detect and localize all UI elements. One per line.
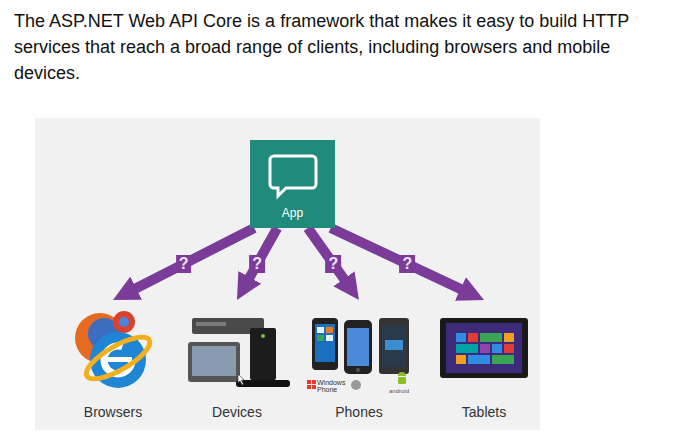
question-mark: ?: [249, 255, 265, 273]
device-icons-part: [250, 328, 276, 380]
device-icons: [188, 318, 290, 387]
phone-icons-part: [326, 327, 333, 333]
browser-icons-part: [113, 311, 135, 333]
browser-icons-part: [104, 357, 132, 362]
device-icons-part: [188, 342, 240, 382]
client-browsers: Browsers: [58, 300, 168, 425]
phone-icons-part: [315, 324, 335, 362]
node-label: Browsers: [84, 404, 142, 421]
phone-icons-part: [326, 335, 333, 341]
tablet-icon-part: [480, 333, 502, 342]
device-icons-part: [261, 334, 265, 338]
device-icons-part: [238, 374, 245, 385]
question-mark: ?: [326, 255, 342, 273]
client-phones: Phones: [300, 300, 418, 425]
node-label: App: [282, 206, 303, 220]
tablet-icon-part: [456, 333, 466, 342]
tablet-icon-part: [492, 355, 514, 364]
heading-text: The ASP.NET Web API Core is a framework …: [14, 8, 669, 86]
tablet-icon-part: [456, 344, 478, 353]
logo-caption: android: [389, 388, 419, 394]
arrow-connector: [331, 228, 471, 294]
node-label: Phones: [335, 404, 382, 421]
tablet-icon-part: [440, 318, 528, 378]
picture-panel: [35, 118, 540, 430]
phone-icons-part: [317, 327, 324, 333]
arrow-connector: [126, 228, 254, 293]
tablet-icon: [440, 318, 528, 378]
arrow-connector: [244, 228, 277, 287]
browser-icons: [75, 311, 155, 388]
phone-icons-part: [307, 380, 311, 384]
tablet-icon-part: [468, 355, 490, 364]
browser-icons-part: [119, 317, 129, 327]
browser-icons-part: [81, 330, 155, 387]
phone-icons-part: [344, 320, 372, 374]
node-label: Tablets: [462, 404, 506, 421]
client-devices: Devices: [182, 300, 292, 425]
node-label: Devices: [212, 404, 262, 421]
logo-caption: Windows Phone: [317, 379, 351, 394]
tablet-icon-part: [504, 344, 514, 353]
question-mark: ?: [399, 255, 415, 273]
phone-icons-part: [312, 385, 316, 389]
phone-icons-part: [351, 380, 361, 390]
tablet-icon-part: [480, 344, 490, 353]
tablet-icon-part: [504, 333, 514, 342]
phone-icons-part: [382, 325, 406, 367]
phone-icons-part: [356, 368, 360, 372]
tablet-icon-part: [456, 355, 466, 364]
phone-icons-part: [398, 377, 406, 384]
device-icons-part: [236, 380, 290, 387]
phone-icons-part: [347, 328, 369, 366]
client-tablets: Tablets: [430, 300, 538, 425]
question-mark: ?: [176, 255, 192, 273]
device-icons-part: [196, 322, 226, 326]
phone-icons-part: [307, 385, 311, 389]
tablet-icon-part: [468, 333, 478, 342]
phone-icons-part: [398, 372, 406, 376]
tablet-icon-part: [492, 344, 502, 353]
device-icons-part: [192, 346, 236, 376]
app-tile: App: [250, 140, 335, 228]
tablet-icon-part: [446, 323, 522, 373]
phone-icons-part: [385, 340, 403, 350]
phone-icons-part: [312, 318, 338, 370]
phone-icons-part: [312, 380, 316, 384]
phone-icons-part: [317, 335, 324, 341]
phone-icons-part: [379, 318, 409, 374]
